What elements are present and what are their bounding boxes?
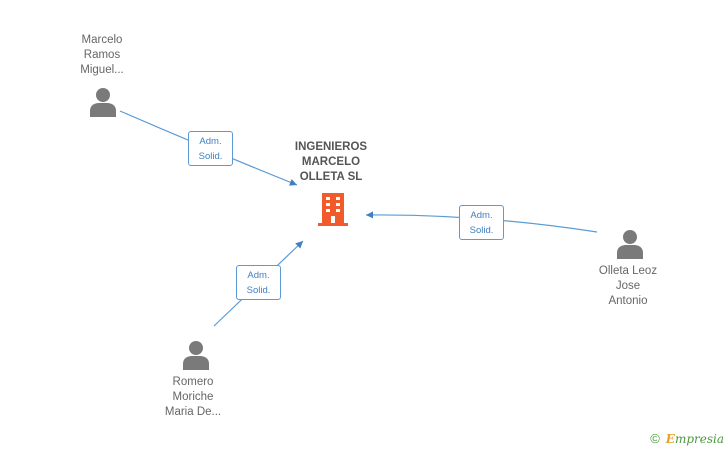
person-name-p2[interactable]: Olleta Leoz Jose Antonio	[598, 265, 658, 307]
brand-logo[interactable]: Empresia	[665, 431, 724, 446]
copyright-icon: ©	[650, 431, 660, 446]
relation-badge-p1[interactable]: Adm. Solid.	[188, 131, 233, 166]
company-name[interactable]: INGENIEROS MARCELO OLLETA SL	[294, 141, 368, 183]
footer-brand: © Empresia	[650, 431, 724, 446]
relation-badge-p3[interactable]: Adm. Solid.	[236, 265, 281, 300]
building-icon[interactable]	[316, 191, 350, 227]
relation-badge-p2[interactable]: Adm. Solid.	[459, 205, 504, 240]
person-name-p3[interactable]: Romero Moriche Maria De...	[164, 376, 222, 418]
person-name-p1[interactable]: Marcelo Ramos Miguel...	[80, 34, 124, 76]
person-icon[interactable]	[182, 340, 210, 370]
person-icon[interactable]	[89, 87, 117, 117]
person-icon[interactable]	[616, 229, 644, 259]
